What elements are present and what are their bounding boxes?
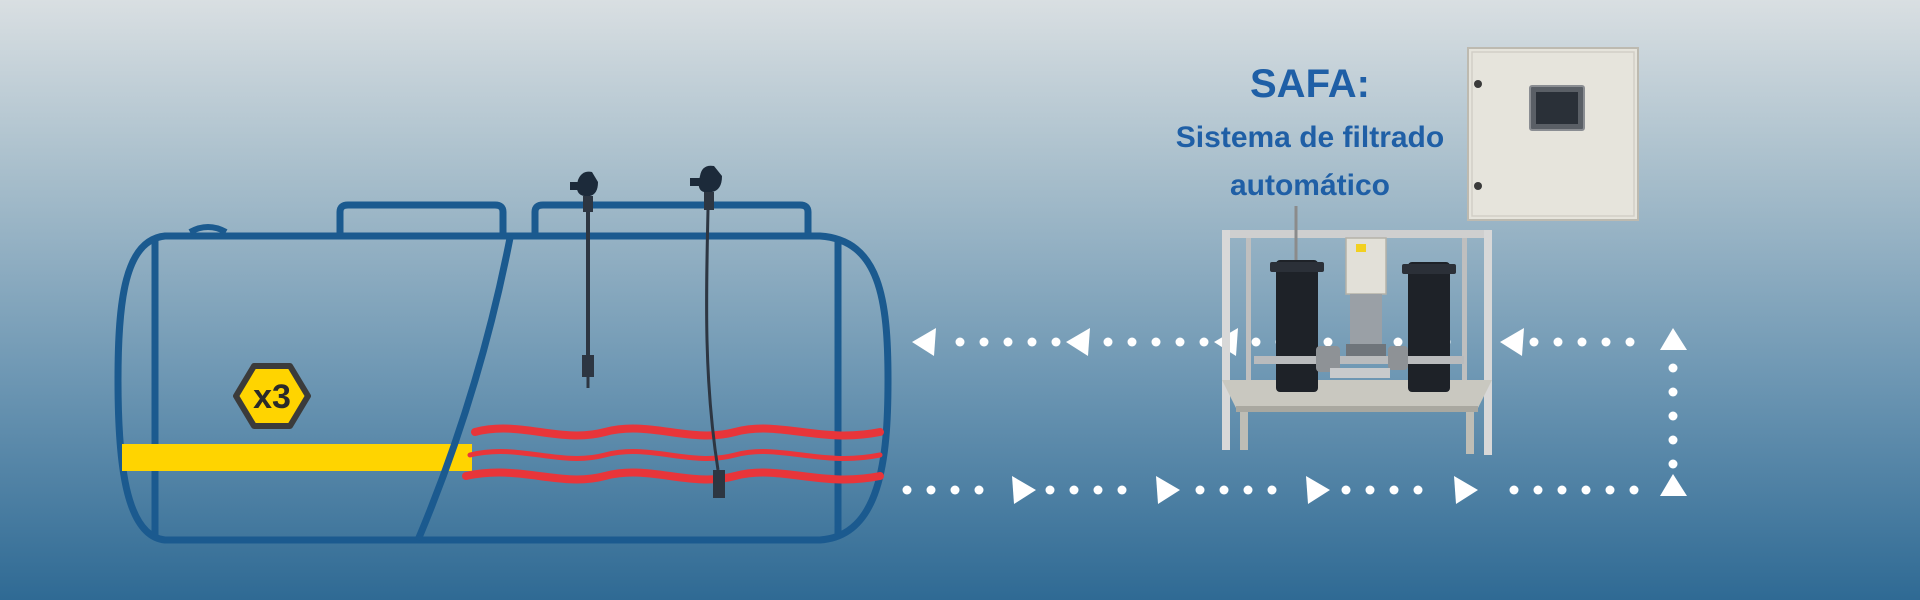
suction-flow-line xyxy=(912,328,1635,356)
storage-tank xyxy=(114,201,892,544)
arrow-up-icon xyxy=(1660,328,1687,350)
hexagon-badge-icon: x3 xyxy=(233,363,311,429)
tank-shell xyxy=(114,232,892,544)
badge-label: x3 xyxy=(253,378,291,416)
system-subtitle-line-2: automático xyxy=(1229,169,1391,202)
level-probe-icon xyxy=(570,171,598,388)
vent-cap xyxy=(188,224,228,235)
arrow-left-icon xyxy=(1500,328,1524,356)
arrow-right-icon xyxy=(1156,476,1180,504)
arrow-up-icon xyxy=(1660,474,1687,496)
riser-flow-line xyxy=(1660,328,1687,496)
system-title-block: SAFA: Sistema de filtrado automático xyxy=(1080,60,1540,210)
fuel-layer xyxy=(122,444,472,471)
manhole-right xyxy=(531,201,812,236)
water-wave-2 xyxy=(467,449,883,461)
return-flow-line xyxy=(902,476,1639,504)
arrow-right-icon xyxy=(1454,476,1478,504)
tank-section-line xyxy=(414,237,514,542)
arrow-left-icon xyxy=(912,328,936,356)
control-cabinet-icon xyxy=(1467,47,1639,221)
water-layers xyxy=(462,424,884,484)
arrow-right-icon xyxy=(1012,476,1036,504)
arrow-left-icon xyxy=(1066,328,1090,356)
manhole-left xyxy=(336,201,507,236)
system-subtitle-line-1: Sistema de filtrado xyxy=(1175,121,1445,154)
filter-skid-icon xyxy=(1222,206,1492,455)
system-title: SAFA: xyxy=(1250,62,1370,106)
water-wave-1 xyxy=(471,424,884,440)
level-probe-icon xyxy=(690,165,725,498)
arrow-right-icon xyxy=(1306,476,1330,504)
water-wave-3 xyxy=(462,468,884,484)
